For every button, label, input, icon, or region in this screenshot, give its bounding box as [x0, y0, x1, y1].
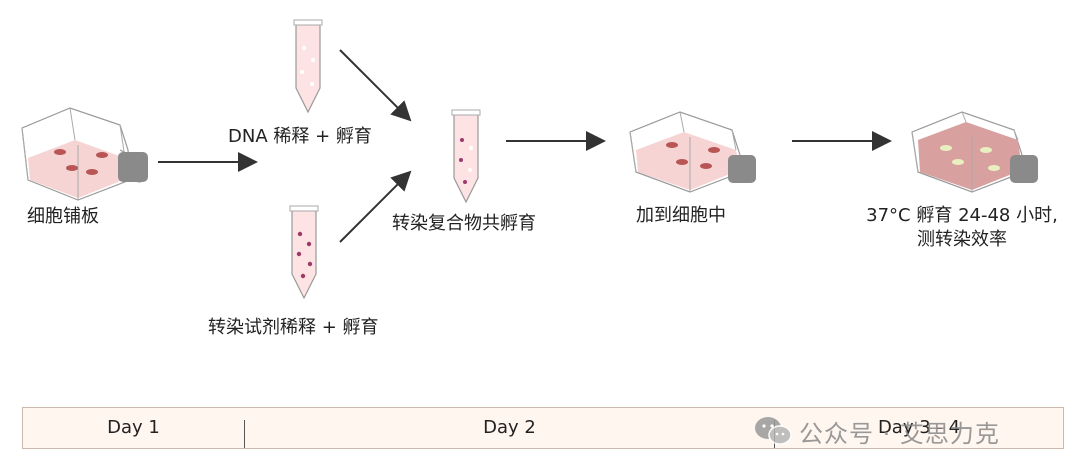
- dna-tube-icon: [293, 19, 323, 114]
- timeline-day34: Day 3 - 4: [877, 417, 961, 438]
- timeline-day1: Day 1: [107, 417, 160, 438]
- watermark-text: 公众号 · 艾思力克: [799, 419, 1000, 448]
- timeline-day2: Day 2: [483, 417, 536, 438]
- arrow-down-right: [339, 49, 412, 122]
- step-label-incubate: 37°C 孵育 24-48 小时, 测转染效率: [858, 204, 1066, 252]
- step-label-complex-incubate: 转染复合物共孵育: [392, 213, 536, 234]
- arrow-up-right: [339, 170, 412, 243]
- step-label-incubate-line1: 37°C 孵育 24-48 小时,: [866, 205, 1058, 226]
- flask-icon: [629, 111, 756, 193]
- reagent-tube-icon: [289, 205, 319, 300]
- step-label-add-to-cells: 加到细胞中: [636, 205, 726, 226]
- flask-icon: [911, 111, 1038, 193]
- timeline-divider: [244, 420, 245, 448]
- step-label-reagent-dilute: 转染试剂稀释 + 孵育: [208, 317, 379, 338]
- complex-tube-icon: [451, 109, 481, 204]
- step-label-incubate-line2: 测转染效率: [917, 229, 1007, 250]
- flask-icon: [21, 107, 148, 201]
- step-label-plate-cells: 细胞铺板: [27, 206, 99, 227]
- step-label-dna-dilute: DNA 稀释 + 孵育: [228, 126, 372, 147]
- wechat-icon: [755, 417, 792, 445]
- timeline-bar: Day 1 Day 2 Day 3 - 4: [22, 407, 1064, 449]
- watermark: 公众号 · 艾思力克: [753, 412, 1000, 450]
